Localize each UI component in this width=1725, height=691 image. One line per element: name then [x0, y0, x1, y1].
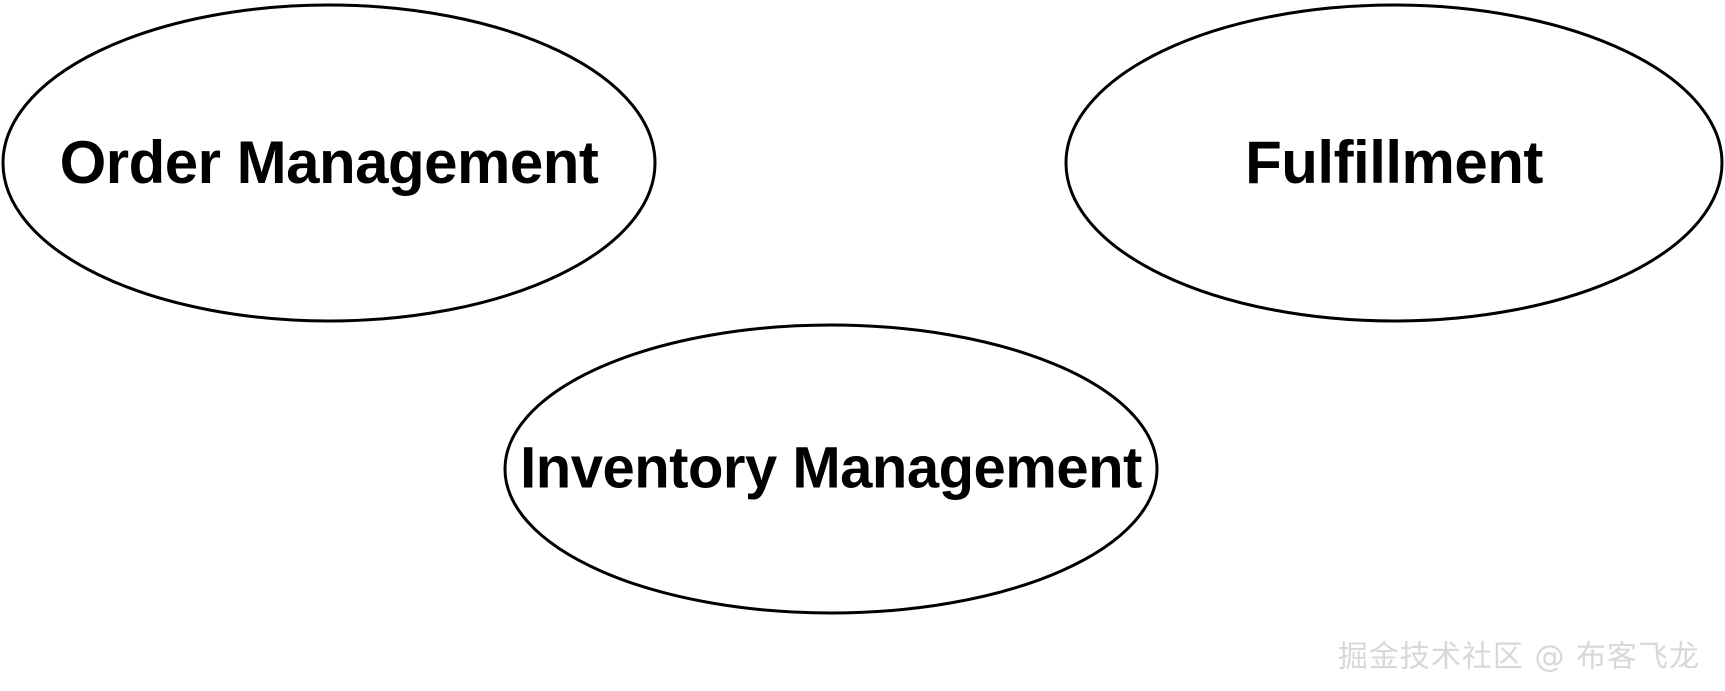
node-inventory-management[interactable]: Inventory Management [503, 323, 1159, 615]
node-fulfillment[interactable]: Fulfillment [1064, 3, 1724, 323]
watermark-label: 掘金技术社区 @ 布客飞龙 [1338, 640, 1700, 675]
node-order-management[interactable]: Order Management [1, 3, 657, 323]
node-fulfillment-ellipse[interactable] [1064, 3, 1724, 323]
node-inventory-management-ellipse[interactable] [503, 323, 1159, 615]
node-order-management-label: Order Management [60, 129, 599, 196]
node-inventory-management-label: Inventory Management [520, 435, 1142, 500]
node-fulfillment-label: Fulfillment [1245, 129, 1543, 196]
node-order-management-ellipse[interactable] [1, 3, 657, 323]
